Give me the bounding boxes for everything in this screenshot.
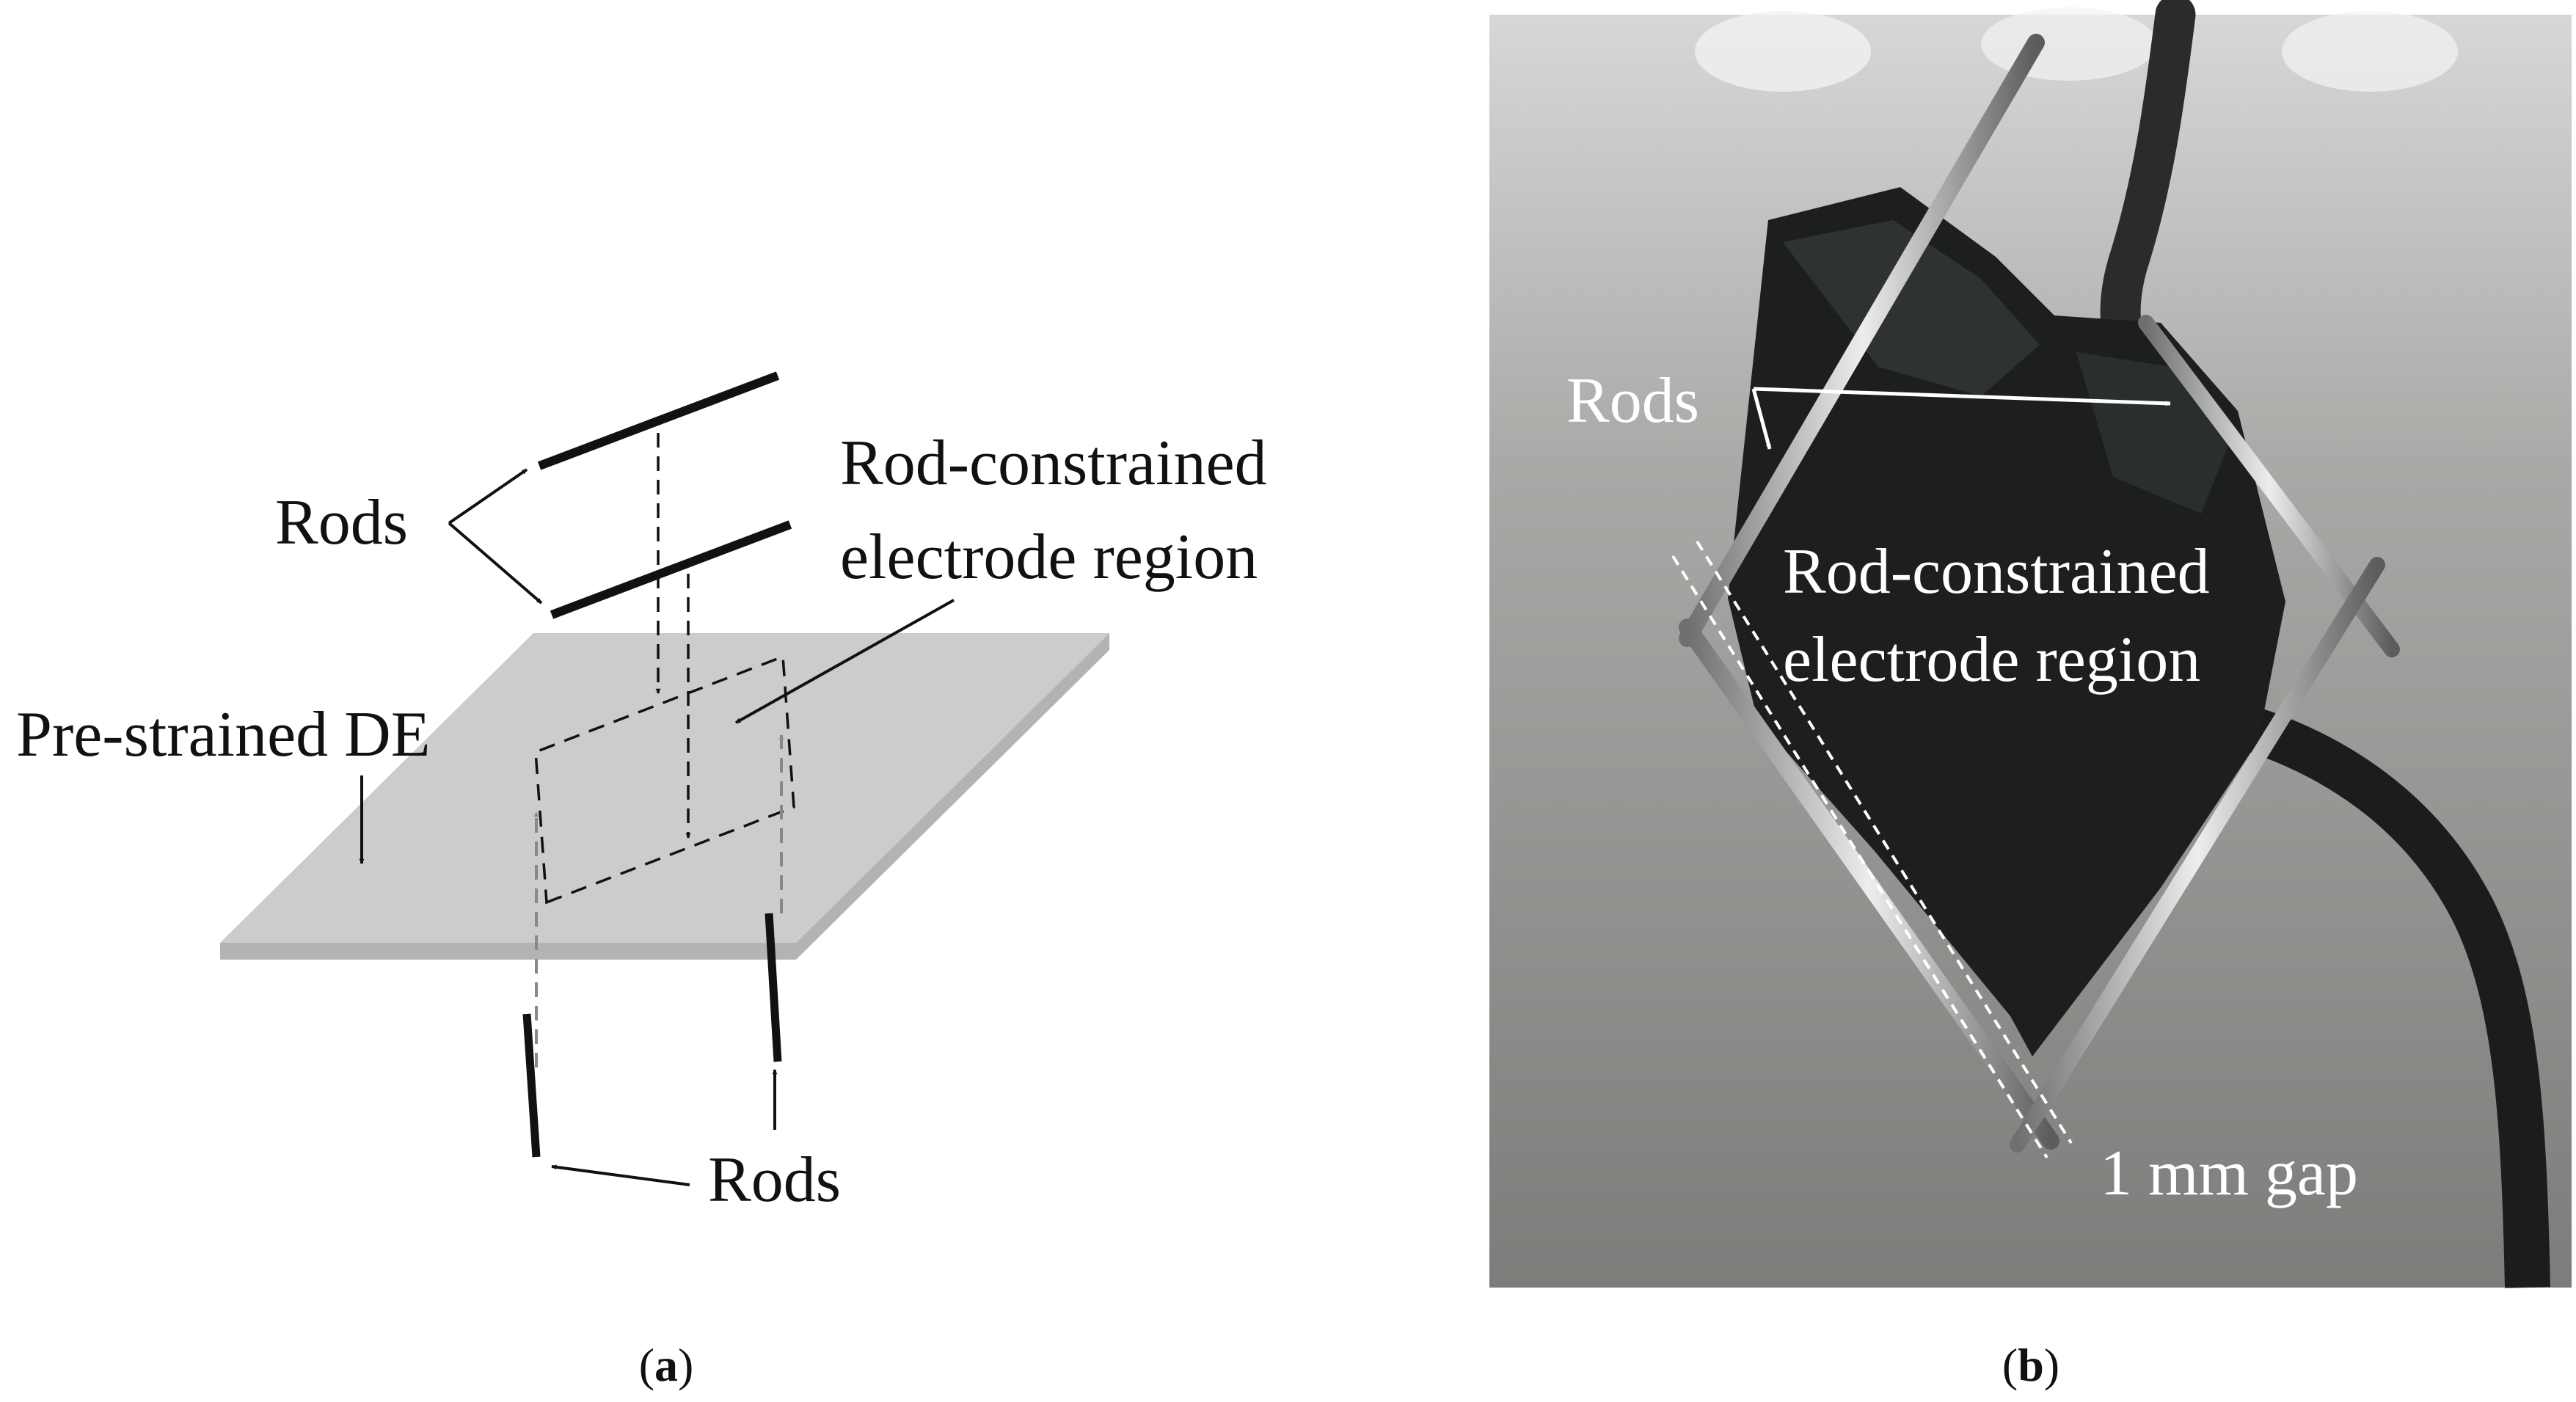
- light-reflection-1: [1695, 11, 1871, 92]
- pointer-photo-rods-1: [1751, 388, 1772, 450]
- label-region-line1: Rod-constrained: [840, 428, 1267, 499]
- caption-b: (b): [2002, 1339, 2059, 1391]
- pointer-photo-rods-2: [1753, 387, 2171, 406]
- photo-label-gap: 1 mm gap: [2100, 1138, 2358, 1209]
- right-cable: [2224, 701, 2550, 1288]
- rod-lower-right: [2010, 557, 2385, 1153]
- top-rod-front: [550, 520, 792, 619]
- panel-a-schematic: Rods Rod-constrained electrode region Pr…: [16, 371, 1267, 1391]
- pointer-rods-top-1: [448, 468, 528, 525]
- label-region-line2: electrode region: [840, 522, 1258, 593]
- rod-lower-left: [1679, 618, 2059, 1150]
- label-rods-bottom: Rods: [708, 1144, 841, 1216]
- panel-b-photo: Rods Rod-constrained electrode region 1 …: [1489, 0, 2572, 1391]
- bottom-rod-left: [522, 1013, 541, 1158]
- label-rods-top: Rods: [275, 487, 408, 558]
- photo-label-region-line2: electrode region: [1783, 624, 2200, 695]
- light-reflection-2: [1981, 7, 2157, 81]
- de-plate: [220, 633, 1109, 943]
- caption-a: (a): [639, 1339, 694, 1391]
- top-rod-back: [537, 371, 780, 470]
- label-de: Pre-strained DE: [16, 699, 430, 770]
- gap-dashed-line-1: [1671, 555, 2048, 1159]
- rod-upper-left: [1679, 34, 2045, 647]
- photo-label-region-line1: Rod-constrained: [1783, 536, 2210, 607]
- gap-dashed-line-2: [1696, 540, 2073, 1144]
- photo-label-rods: Rods: [1566, 365, 1699, 437]
- pointer-region: [735, 599, 955, 724]
- electrode-texture: [1783, 220, 2040, 396]
- light-reflection-3: [2282, 11, 2458, 92]
- pointer-rods-top-2: [448, 522, 543, 605]
- bottom-rod-right: [765, 913, 782, 1062]
- pointer-rods-bottom-left: [551, 1164, 690, 1186]
